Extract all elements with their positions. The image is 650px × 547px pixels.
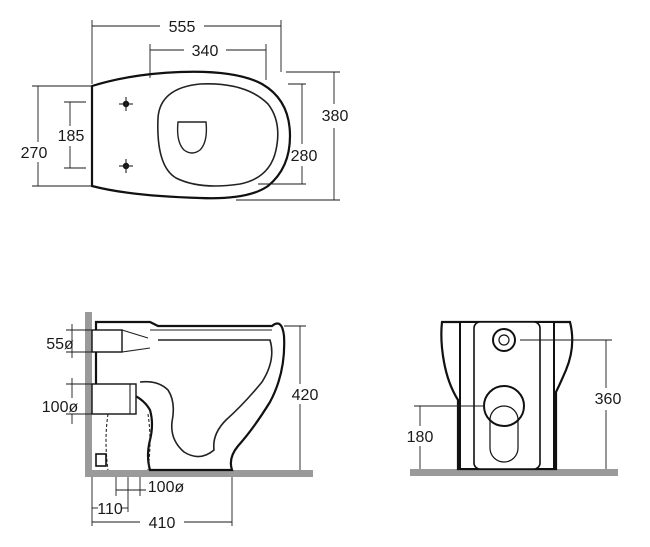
dim-110-label: 110	[97, 501, 123, 518]
side-view-floor-fixing	[95, 453, 107, 467]
back-view: 360 180	[407, 320, 622, 476]
dim-380-label: 380	[322, 108, 349, 125]
back-view-inlet-icon	[492, 328, 516, 352]
dim-280-label: 280	[291, 148, 318, 165]
dim-100-side-label: 100ø	[42, 399, 79, 416]
fixing-hole-top-icon	[119, 97, 133, 111]
dim-185-label: 185	[58, 128, 85, 145]
dim-420-label: 420	[292, 387, 319, 404]
side-view-bowl-outline	[94, 320, 286, 472]
dim-340-label: 340	[192, 43, 219, 60]
side-view-floor-outlet	[105, 413, 151, 471]
dim-555-label: 555	[169, 19, 196, 36]
side-view-wall	[85, 312, 92, 476]
dim-270-label: 270	[21, 145, 48, 162]
dim-55-label: 55ø	[46, 336, 74, 353]
top-view-rim	[157, 83, 279, 187]
top-view-outlet-shape	[176, 121, 208, 154]
side-view-outlet-pipe	[91, 383, 137, 415]
back-view-floor	[410, 469, 618, 476]
side-view: 55ø 100ø 420 100ø 110 410	[42, 312, 319, 532]
fixing-hole-bottom-icon	[119, 159, 133, 173]
side-view-inlet-pipe	[91, 329, 123, 353]
dim-100-bottom-label: 100ø	[148, 479, 185, 496]
dim-410-label: 410	[149, 515, 176, 532]
side-view-trap	[139, 339, 273, 458]
top-view-bowl-outline	[90, 70, 292, 200]
top-view: 555 340 380 280 270 185	[21, 19, 349, 201]
side-view-floor	[85, 470, 313, 477]
dim-180-label: 180	[407, 429, 434, 446]
dim-360-label: 360	[595, 391, 622, 408]
